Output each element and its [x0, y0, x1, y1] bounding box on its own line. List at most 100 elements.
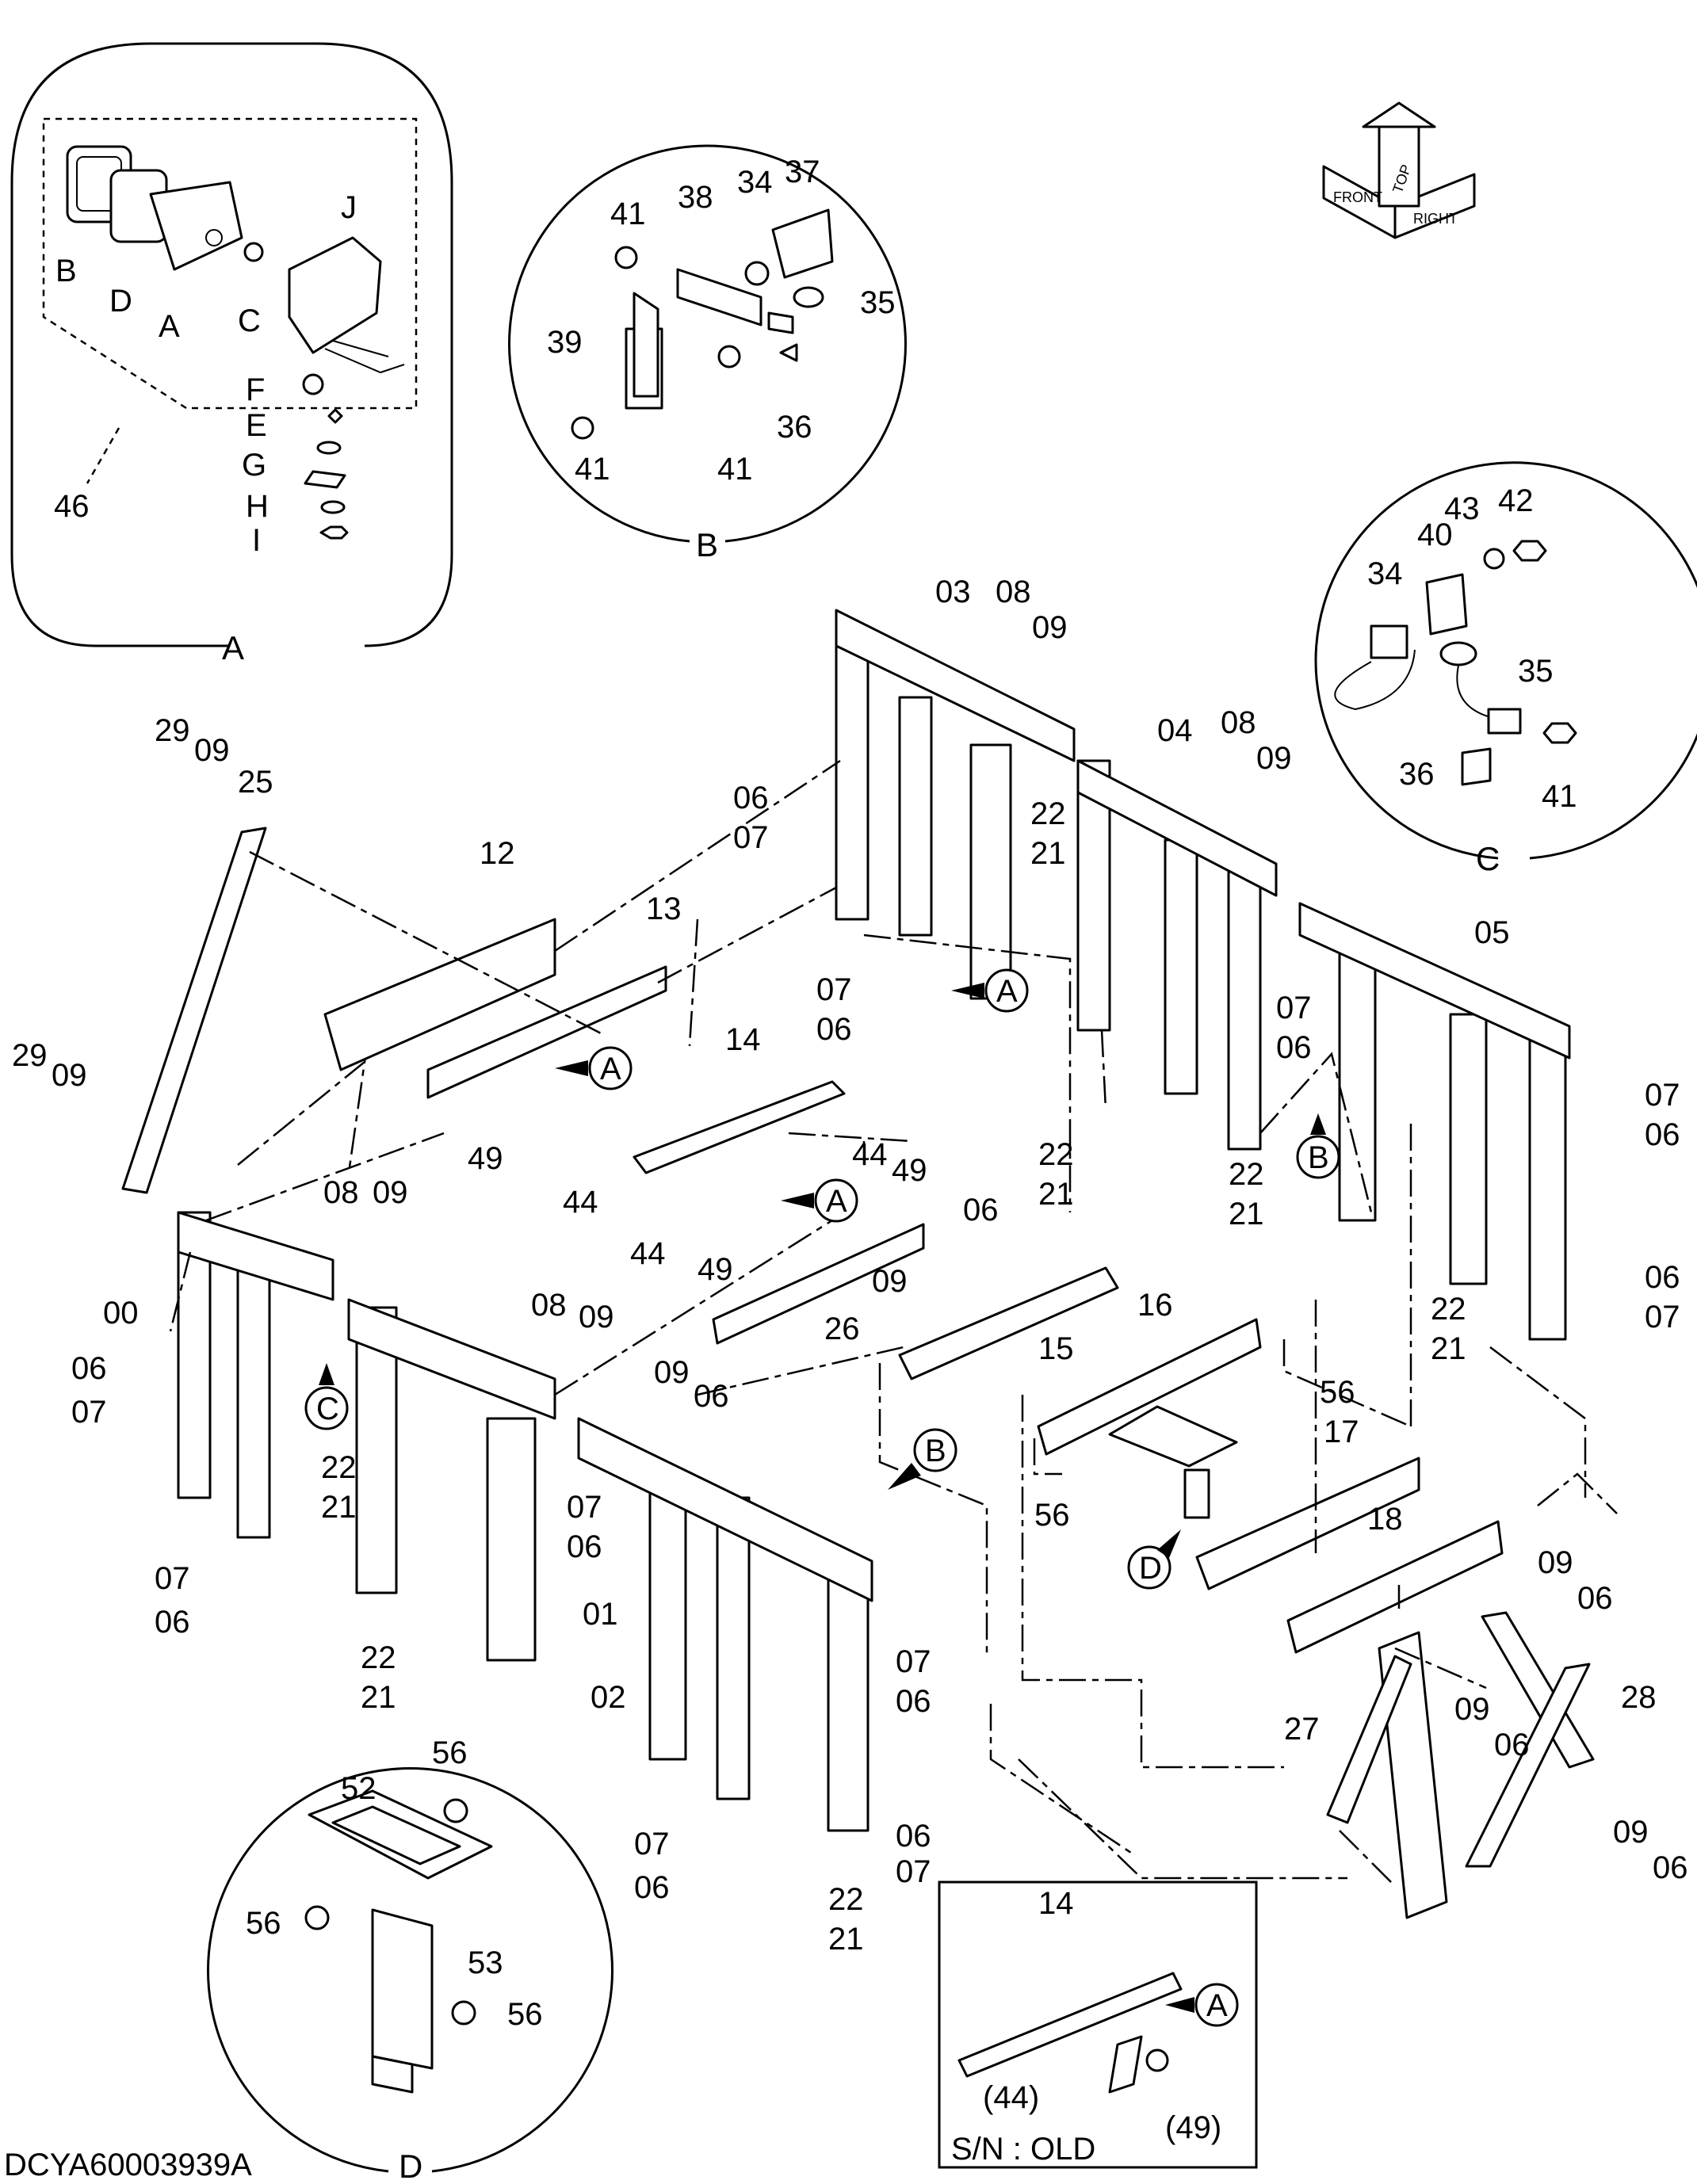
- label-07-c: 07: [1276, 991, 1312, 1025]
- detail-a: B D A C J F E G H I 46 A: [10, 42, 453, 666]
- label-21-g: 21: [828, 1922, 864, 1957]
- label-07-a: 07: [733, 820, 769, 855]
- label-06-l: 06: [1577, 1581, 1613, 1616]
- label-a-I: I: [252, 523, 261, 558]
- label-06-c: 06: [1276, 1030, 1312, 1065]
- label-05: 05: [1474, 915, 1510, 950]
- label-09-h: 09: [654, 1355, 690, 1390]
- label-29-b: 29: [12, 1038, 48, 1073]
- svg-text:D: D: [1139, 1551, 1162, 1586]
- label-09-d: 09: [52, 1058, 87, 1093]
- label-18: 18: [1367, 1502, 1403, 1537]
- label-c-43: 43: [1444, 491, 1480, 526]
- callout-b-1: B: [1296, 1113, 1340, 1179]
- svg-text:A: A: [600, 1052, 621, 1086]
- old-serial-inset: A 14 (44) (49) S/N : OLD: [938, 1880, 1258, 2169]
- label-56-b: 56: [1034, 1498, 1070, 1533]
- label-09-j: 09: [1454, 1692, 1490, 1727]
- label-22-g: 22: [828, 1882, 864, 1917]
- orient-front: FRONT: [1333, 189, 1382, 205]
- label-d-52: 52: [341, 1771, 376, 1806]
- label-b-35: 35: [860, 285, 896, 320]
- label-c-35: 35: [1518, 654, 1554, 689]
- callout-c: C: [304, 1363, 349, 1430]
- label-49-c: 49: [698, 1252, 733, 1287]
- label-07-e: 07: [1645, 1300, 1680, 1334]
- label-b-41-bottom-right: 41: [717, 452, 753, 487]
- label-21-d: 21: [321, 1490, 357, 1525]
- label-07-f: 07: [71, 1395, 107, 1430]
- detail-a-title: A: [222, 629, 244, 666]
- label-29-a: 29: [155, 713, 190, 748]
- label-25: 25: [238, 765, 273, 800]
- label-06-f: 06: [963, 1193, 999, 1228]
- label-old-49: (49): [1165, 2110, 1221, 2145]
- label-22-f: 22: [361, 1640, 396, 1675]
- label-07-b: 07: [816, 972, 852, 1007]
- label-22-e: 22: [1431, 1292, 1466, 1327]
- label-07-d: 07: [1645, 1078, 1680, 1113]
- label-21-f: 21: [361, 1680, 396, 1715]
- label-00: 00: [103, 1296, 139, 1331]
- label-a-E: E: [246, 408, 267, 443]
- label-22-c: 22: [1229, 1157, 1264, 1192]
- label-22-a: 22: [1030, 796, 1066, 831]
- label-a-G: G: [242, 448, 266, 483]
- svg-text:A: A: [996, 974, 1018, 1009]
- label-14: 14: [725, 1022, 761, 1057]
- label-06-j: 06: [155, 1605, 190, 1640]
- svg-text:B: B: [925, 1434, 946, 1468]
- label-c-36: 36: [1399, 757, 1435, 792]
- label-49-a: 49: [892, 1153, 927, 1188]
- label-06-g: 06: [71, 1351, 107, 1386]
- label-28: 28: [1621, 1680, 1657, 1715]
- label-a-A: A: [159, 309, 180, 344]
- label-06-e: 06: [1645, 1260, 1680, 1295]
- label-a-C: C: [238, 304, 261, 338]
- label-d-56-a: 56: [432, 1735, 468, 1770]
- label-44-b: 44: [563, 1185, 598, 1220]
- callouts: A A A B B C D: [304, 968, 1340, 1590]
- label-d-56-c: 56: [507, 1997, 543, 2032]
- label-17: 17: [1324, 1415, 1359, 1449]
- label-21-c: 21: [1229, 1197, 1264, 1231]
- label-a-46: 46: [54, 489, 90, 524]
- label-07-g: 07: [567, 1490, 602, 1525]
- label-a-D: D: [109, 284, 132, 319]
- label-c-40: 40: [1417, 517, 1453, 552]
- label-a-H: H: [246, 489, 269, 524]
- svg-text:B: B: [1308, 1140, 1329, 1175]
- label-03: 03: [935, 575, 971, 609]
- label-09-e: 09: [373, 1175, 408, 1210]
- label-02: 02: [591, 1680, 626, 1715]
- label-12: 12: [480, 836, 515, 871]
- label-09-b: 09: [1256, 741, 1292, 776]
- detail-d: 56 52 56 53 56 D: [207, 1735, 613, 2184]
- label-08-b: 08: [1221, 705, 1256, 740]
- label-22-d: 22: [321, 1450, 357, 1485]
- label-b-39: 39: [547, 325, 583, 360]
- label-21-a: 21: [1030, 836, 1066, 871]
- label-b-38: 38: [678, 180, 713, 215]
- serial-note: S/N : OLD: [951, 2132, 1095, 2167]
- label-21-e: 21: [1431, 1331, 1466, 1366]
- label-b-34: 34: [737, 165, 773, 200]
- label-06-n: 06: [634, 1870, 670, 1905]
- label-old-44: (44): [983, 2080, 1039, 2115]
- main-labels: 03 08 09 04 08 09 05 29 09 25 12 13 06 0…: [12, 575, 1688, 1957]
- detail-c-title: C: [1476, 840, 1500, 877]
- label-c-41: 41: [1542, 779, 1577, 814]
- label-08-d: 08: [531, 1288, 567, 1323]
- label-13: 13: [646, 892, 682, 926]
- label-09-i: 09: [1538, 1545, 1573, 1580]
- label-44-a: 44: [852, 1137, 888, 1172]
- label-16: 16: [1137, 1288, 1173, 1323]
- label-c-42: 42: [1498, 483, 1534, 518]
- label-06-p: 06: [1653, 1850, 1688, 1885]
- detail-d-title: D: [399, 2148, 422, 2180]
- label-04: 04: [1157, 713, 1193, 748]
- label-26: 26: [824, 1312, 860, 1346]
- detail-b: 41 38 34 37 35 39 41 41 36 B: [508, 144, 907, 563]
- svg-text:A: A: [826, 1184, 847, 1219]
